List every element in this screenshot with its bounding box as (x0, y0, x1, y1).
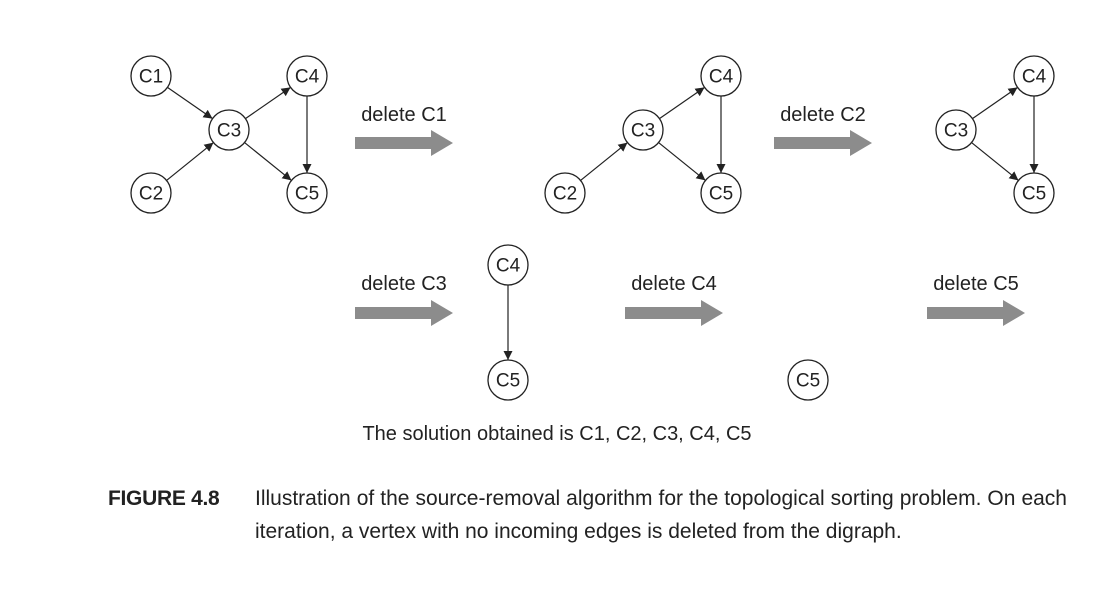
node-circle (1013, 172, 1055, 214)
node-label: C2 (553, 184, 577, 205)
node-c3: C3 (622, 109, 664, 151)
node-c4: C4 (286, 55, 328, 97)
node-c4: C4 (1013, 55, 1055, 97)
node-label: C5 (295, 184, 319, 205)
node-circle (544, 172, 586, 214)
step-5: delete C5 (927, 273, 1025, 326)
node-circle (1013, 55, 1055, 97)
figure-caption-text: Illustration of the source-removal algor… (255, 487, 1067, 543)
node-label: C1 (139, 67, 163, 88)
step-3: delete C3 (355, 273, 453, 326)
node-c5: C5 (700, 172, 742, 214)
node-c4: C4 (700, 55, 742, 97)
node-label: C5 (796, 371, 820, 392)
node-c3: C3 (935, 109, 977, 151)
node-label: C2 (139, 184, 163, 205)
edge-c2-c3 (580, 142, 628, 181)
step-label: delete C3 (361, 273, 447, 295)
node-label: C5 (496, 371, 520, 392)
node-circle (622, 109, 664, 151)
edge-c3-c4 (659, 86, 705, 120)
node-circle (286, 172, 328, 214)
node-circle (787, 359, 829, 401)
solution-text: The solution obtained is C1, C2, C3, C4,… (362, 423, 752, 445)
node-c4: C4 (487, 244, 529, 286)
edge-c1-c3 (167, 86, 213, 120)
step-4: delete C4 (625, 273, 723, 326)
step-arrow (355, 300, 453, 326)
figure-label: FIGURE 4.8 (108, 487, 220, 510)
node-c1: C1 (130, 55, 172, 97)
step-arrow (625, 300, 723, 326)
step-label: delete C1 (361, 104, 447, 126)
node-label: C3 (217, 121, 241, 142)
node-c5: C5 (1013, 172, 1055, 214)
node-label: C3 (944, 121, 968, 142)
node-circle (208, 109, 250, 151)
node-circle (130, 55, 172, 97)
edge-c3-c5 (244, 142, 292, 181)
node-circle (130, 172, 172, 214)
edge-c2-c3 (166, 142, 214, 181)
node-c5: C5 (487, 359, 529, 401)
edge-c3-c4 (972, 86, 1018, 120)
node-label: C5 (709, 184, 733, 205)
node-c5: C5 (286, 172, 328, 214)
step-arrow (355, 130, 453, 156)
edge-c3-c5 (971, 142, 1019, 181)
node-label: C3 (631, 121, 655, 142)
node-c3: C3 (208, 109, 250, 151)
node-circle (700, 172, 742, 214)
node-circle (487, 244, 529, 286)
node-label: C4 (1022, 67, 1047, 88)
edge-c3-c5 (658, 142, 706, 181)
step-2: delete C2 (774, 104, 872, 156)
node-circle (935, 109, 977, 151)
node-circle (487, 359, 529, 401)
step-arrow (927, 300, 1025, 326)
node-circle (286, 55, 328, 97)
step-arrow (774, 130, 872, 156)
node-label: C4 (709, 67, 734, 88)
step-label: delete C5 (933, 273, 1019, 295)
node-label: C4 (295, 67, 320, 88)
node-c2: C2 (544, 172, 586, 214)
node-c5: C5 (787, 359, 829, 401)
node-label: C5 (1022, 184, 1046, 205)
edge-c3-c4 (245, 86, 291, 120)
node-circle (700, 55, 742, 97)
step-label: delete C2 (780, 104, 866, 126)
step-1: delete C1 (355, 104, 453, 156)
node-label: C4 (496, 256, 521, 277)
node-c2: C2 (130, 172, 172, 214)
step-label: delete C4 (631, 273, 717, 295)
